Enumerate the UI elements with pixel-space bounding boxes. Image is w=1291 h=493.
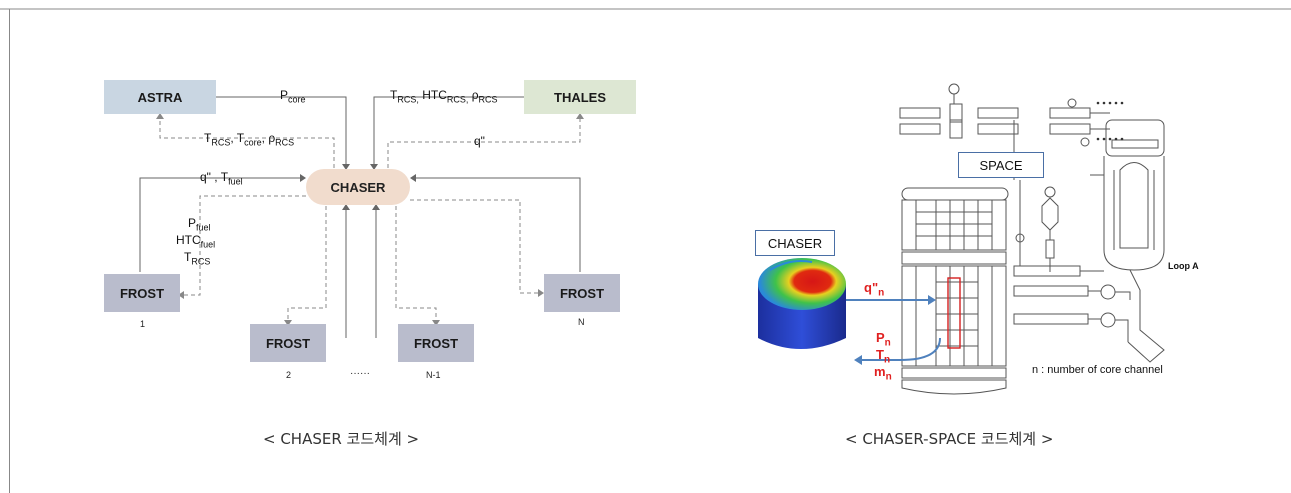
p-core-label: Pcore <box>280 88 306 105</box>
t-rcs-label: TRCS <box>184 250 211 267</box>
chaser-label: CHASER <box>330 179 386 195</box>
frost-index-1: 1 <box>140 319 146 329</box>
caption-left: < CHASER 코드체계 > <box>263 430 420 448</box>
thales-node: THALES <box>524 80 636 114</box>
frost-index-2: 2 <box>286 370 292 380</box>
htc-fuel-label: HTCfuel <box>176 233 216 250</box>
thales-label: THALES <box>554 89 606 105</box>
q-n-label: q"n <box>864 280 885 299</box>
frost-node-2: FROST <box>250 324 326 362</box>
frost-node-1: FROST <box>104 274 180 312</box>
frost-label: FROST <box>559 285 605 301</box>
q-thales-label: q" <box>474 134 485 148</box>
thales-inputs-label: TRCS, HTCRCS, ρRCS <box>390 88 498 105</box>
frost-ellipsis: ······ <box>350 368 370 379</box>
astra-node: ASTRA <box>104 80 216 114</box>
schematic-dots <box>1096 101 1124 141</box>
frost-node-n-1: FROST <box>398 324 474 362</box>
frost-index-n-1: N-1 <box>426 370 441 380</box>
space-label: SPACE <box>958 152 1044 178</box>
left-diagram-connectors <box>139 96 584 338</box>
loop-a-label: Loop A <box>1168 261 1199 271</box>
core-channel-highlight <box>947 277 961 349</box>
astra-label: ASTRA <box>137 89 183 105</box>
coupling-arrows <box>846 295 941 365</box>
frost-node-n: FROST <box>544 274 620 312</box>
caption-right: < CHASER-SPACE 코드체계 > <box>845 430 1054 448</box>
frost-label: FROST <box>119 285 165 301</box>
p-fuel-label: Pfuel <box>188 216 211 233</box>
chaser-node: CHASER <box>306 169 410 205</box>
chaser-image-label: CHASER <box>755 230 835 256</box>
astra-feedback-label: TRCS, Tcore, ρRCS <box>204 131 295 148</box>
p-n-label: Pn <box>876 330 891 349</box>
frost-index-n: N <box>578 317 585 327</box>
t-n-label: Tn <box>876 347 891 366</box>
q-tfuel-label: q" , Tfuel <box>200 170 243 187</box>
m-n-label: mn <box>874 364 892 383</box>
chaser-core-heatmap <box>758 258 846 349</box>
frost-label: FROST <box>413 335 459 351</box>
space-nodalization-schematic <box>899 83 1165 395</box>
frost-label: FROST <box>265 335 311 351</box>
channel-note: n : number of core channel <box>1032 364 1163 376</box>
